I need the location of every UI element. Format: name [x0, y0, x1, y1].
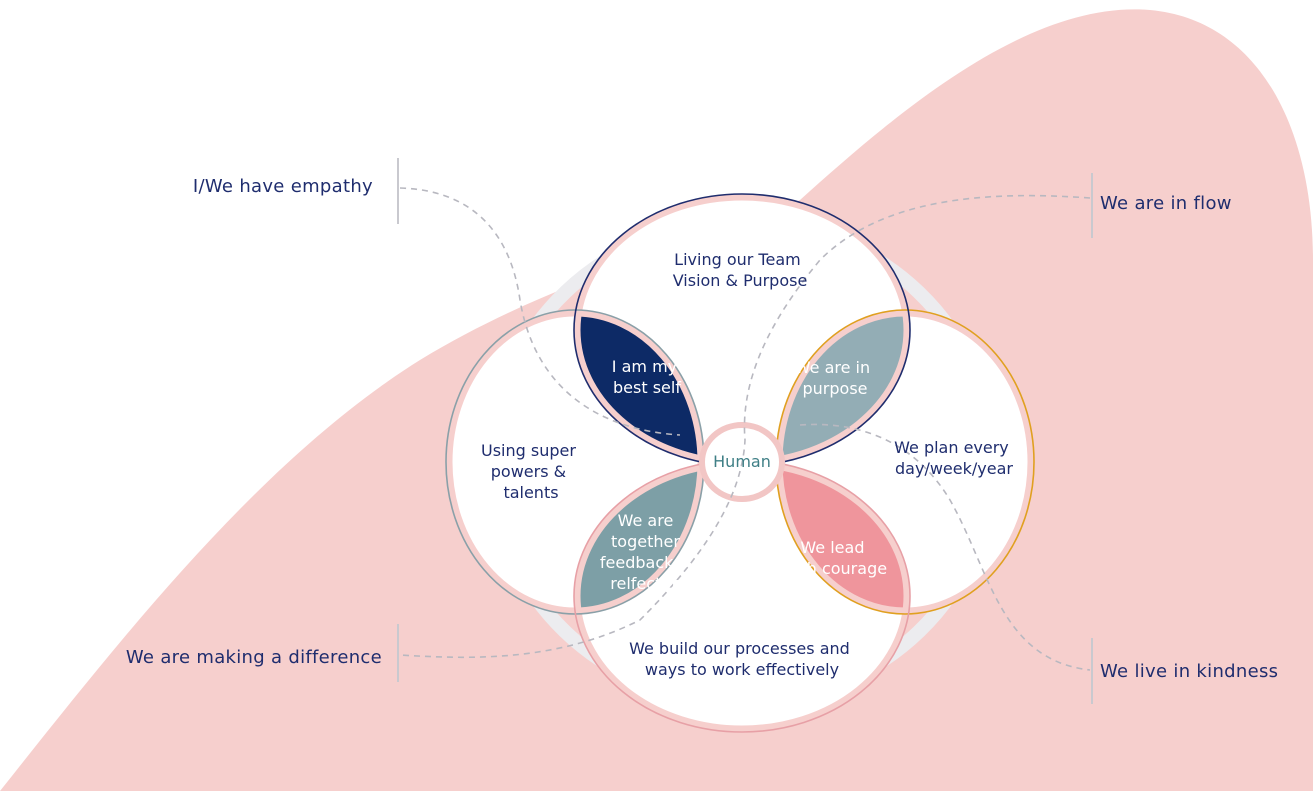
- dashed-connectors: [399, 187, 1091, 671]
- callout-flow: We are in flow: [1100, 193, 1232, 214]
- petal-bottom-right: [776, 460, 910, 614]
- petal-top-right: [776, 310, 910, 466]
- label-petal-bottom-right: We lead with courage: [783, 538, 887, 578]
- label-left-circle: Using super powers & talents: [481, 441, 581, 502]
- callout-ticks: [397, 158, 1093, 704]
- label-center: Human: [713, 452, 771, 471]
- label-right-circle: We plan every day/week/year: [894, 438, 1014, 478]
- petal-top-left: [574, 310, 704, 466]
- petal-bottom-left: [574, 460, 704, 614]
- label-petal-top-left: I am my best self: [612, 357, 682, 397]
- callout-difference: We are making a difference: [126, 647, 382, 668]
- callout-kindness: We live in kindness: [1100, 661, 1278, 682]
- label-petal-top-right: We are in purpose: [795, 358, 875, 398]
- label-petal-bottom-left: We are together feedback & relfection: [600, 511, 696, 593]
- callout-empathy: I/We have empathy: [193, 176, 373, 197]
- label-top-circle: Living our Team Vision & Purpose: [673, 250, 808, 290]
- label-bottom-circle: We build our processes and ways to work …: [629, 639, 855, 679]
